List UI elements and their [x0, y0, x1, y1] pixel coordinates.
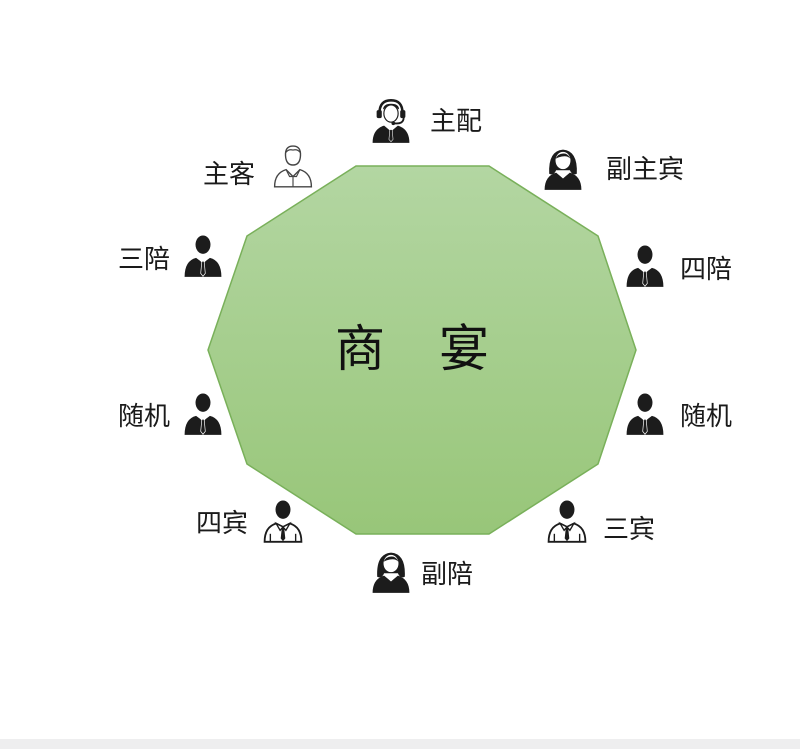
seat-main-guest: 主客	[203, 145, 313, 190]
woman-icon	[544, 149, 582, 190]
seat-label-host: 主配	[430, 107, 482, 137]
woman-icon	[372, 552, 410, 593]
seat-left-driver: 随机	[118, 393, 222, 436]
seat-label-main-guest: 主客	[203, 160, 255, 190]
seat-label-bottom: 副陪	[421, 560, 473, 590]
seat-label-right-4: 四陪	[680, 255, 732, 285]
man-outline-icon	[263, 499, 303, 543]
banquet-table	[207, 165, 637, 535]
seat-label-guest-of-honor: 副主宾	[606, 155, 684, 185]
seat-label-right-driver: 随机	[680, 402, 732, 432]
man-icon	[626, 393, 664, 436]
man-icon	[184, 235, 222, 278]
seat-bottom: 副陪	[372, 552, 473, 593]
seat-right-3: 三宾	[547, 499, 655, 545]
seat-host: 主配	[371, 99, 482, 144]
seat-label-left-driver: 随机	[118, 402, 170, 432]
man-outline-thin-icon	[273, 145, 313, 188]
man-icon	[626, 245, 664, 288]
table-title: 商 宴	[335, 320, 491, 378]
seat-right-4: 四陪	[626, 245, 732, 288]
man-icon	[184, 393, 222, 436]
seat-label-left-4: 四宾	[196, 509, 248, 539]
seat-left-3: 三陪	[118, 235, 222, 278]
seat-label-right-3: 三宾	[603, 515, 655, 545]
seat-label-left-3: 三陪	[118, 245, 170, 275]
bottom-scroll-strip	[0, 739, 800, 749]
seat-left-4: 四宾	[196, 499, 303, 543]
seat-guest-of-honor: 副主宾	[544, 149, 684, 190]
man-outline-icon	[547, 499, 587, 543]
seat-right-driver: 随机	[626, 393, 732, 436]
headset-man-icon	[371, 99, 411, 144]
